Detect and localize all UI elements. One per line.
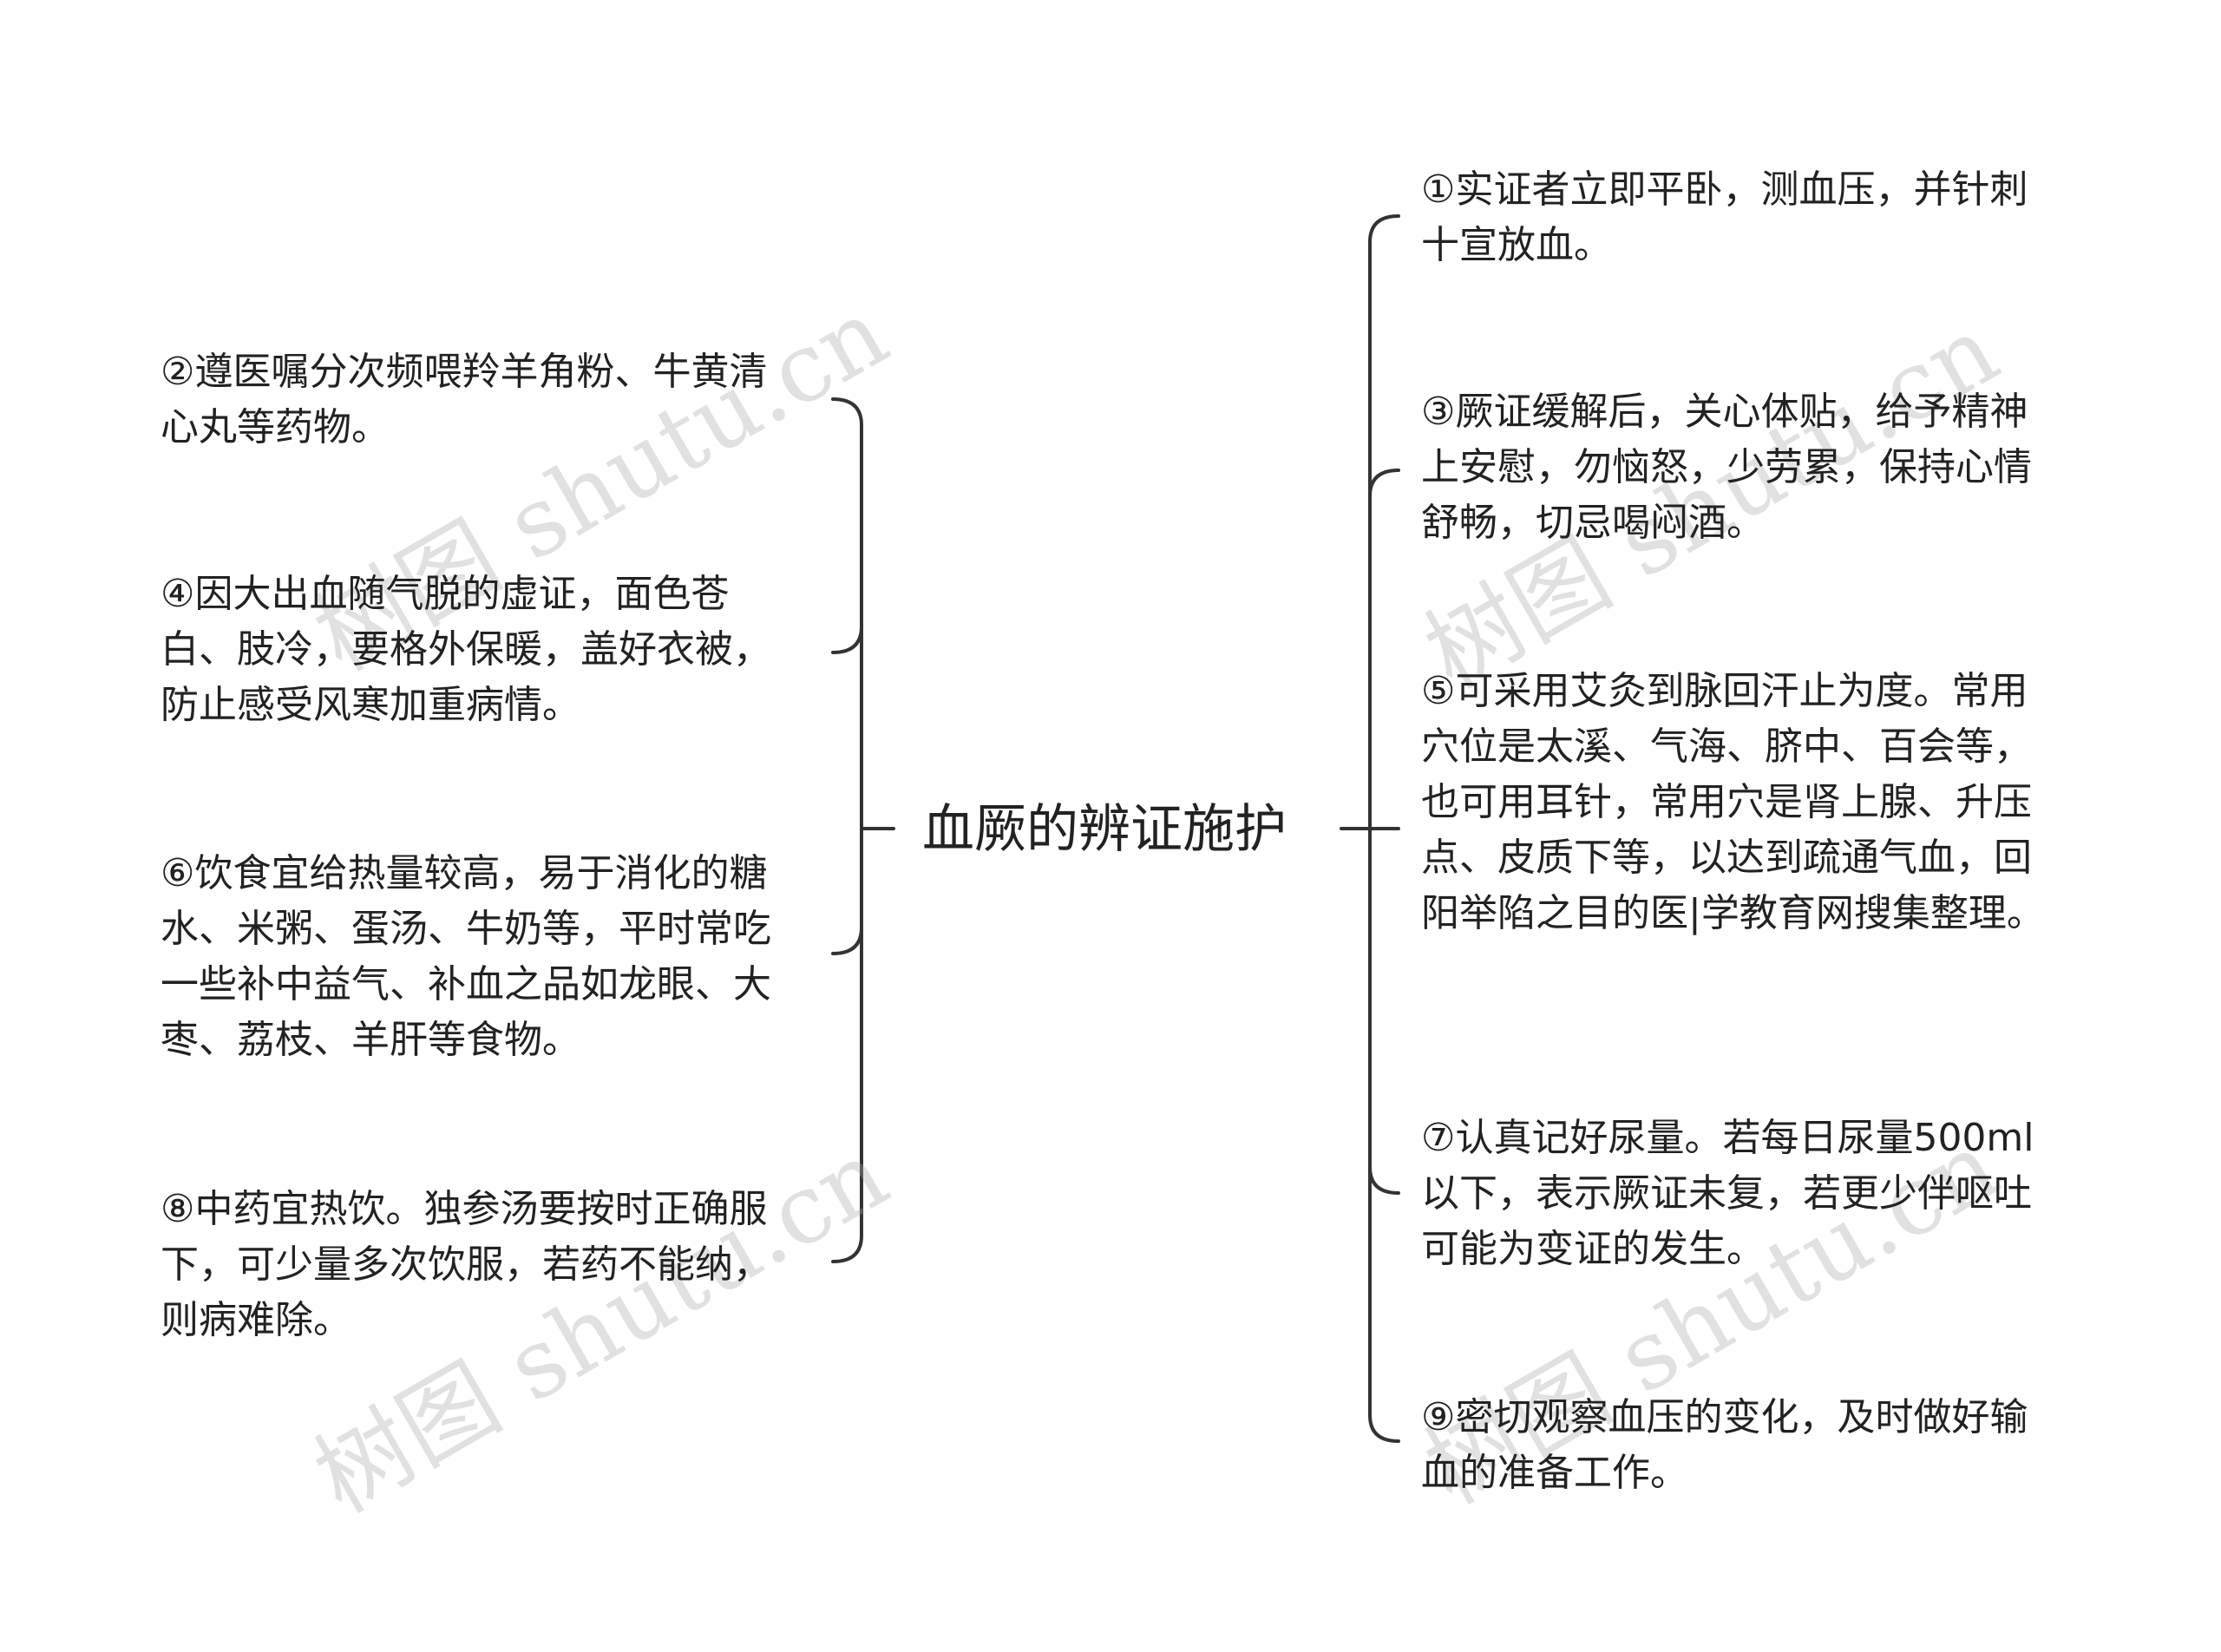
right-tick-3 <box>1368 469 1400 498</box>
left-tick-4 <box>831 625 863 654</box>
left-tick-6 <box>831 926 863 955</box>
root-topic[interactable]: 血厥的辨证施护 <box>922 799 1287 860</box>
topic-node-3[interactable]: ③厥证缓解后，关心体贴，给予精神上安慰，勿恼怒，少劳累，保持心情舒畅，切忌喝闷酒… <box>1421 390 2032 545</box>
topic-node-4[interactable]: ④因大出血随气脱的虚证，面色苍白、肢冷，要格外保暖，盖好衣被，防止感受风寒加重病… <box>161 572 771 727</box>
topic-node-6[interactable]: ⑥饮食宜给热量较高，易于消化的糖水、米粥、蛋汤、牛奶等，平时常吃一些补中益气、补… <box>161 851 771 1062</box>
topic-node-1[interactable]: ①实证者立即平卧，测血压，并针刺十宣放血。 <box>1421 167 2028 267</box>
topic-node-5[interactable]: ⑤可采用艾灸到脉回汗止为度。常用穴位是太溪、气海、脐中、百会等，也可用耳针，常用… <box>1421 669 2045 935</box>
right-bracket <box>1368 214 1400 1443</box>
topic-node-9[interactable]: ⑨密切观察血压的变化，及时做好输血的准备工作。 <box>1421 1395 2028 1495</box>
left-bracket <box>831 397 863 1263</box>
topic-node-2[interactable]: ②遵医嘱分次频喂羚羊角粉、牛黄清心丸等药物。 <box>161 350 768 449</box>
right-tick-7 <box>1368 1165 1400 1195</box>
topic-node-8[interactable]: ⑧中药宜热饮。独参汤要按时正确服下，可少量多次饮服，若药不能纳，则病难除。 <box>161 1187 771 1342</box>
topic-node-7[interactable]: ⑦认真记好尿量。若每日尿量500ml以下，表示厥证未复，若更少伴呕吐可能为变证的… <box>1421 1116 2034 1271</box>
